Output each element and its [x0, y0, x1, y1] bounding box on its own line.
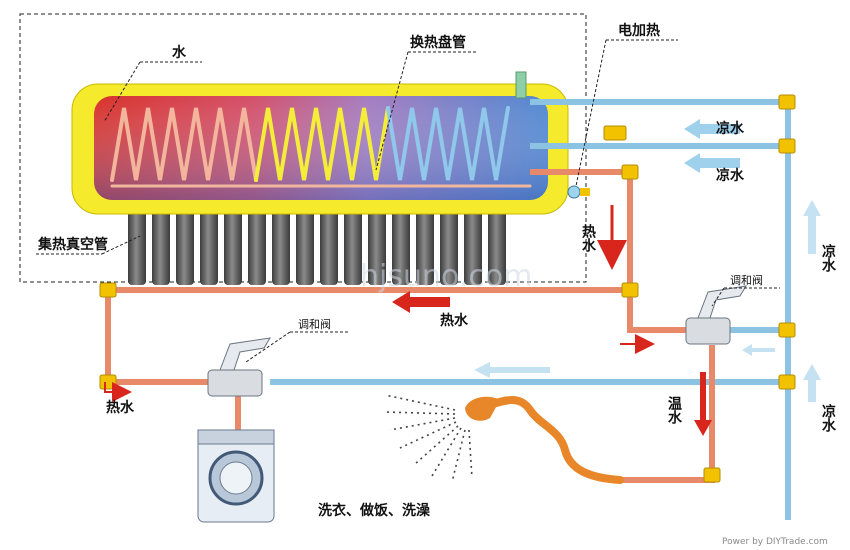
water-tank: [71, 83, 569, 215]
label-cold-water-right-top: 凉水: [820, 243, 836, 273]
flow-arrows: [104, 119, 821, 436]
label-cold-water-1: 凉水: [716, 120, 745, 137]
label-electric-heat: 电加热: [618, 22, 660, 39]
label-mixing-valve-left: 调和阀: [298, 317, 331, 331]
label-water: 水: [172, 44, 187, 61]
label-hot-water-mid: 热水: [440, 312, 469, 329]
mixing-valve-right[interactable]: [685, 285, 747, 345]
shower-spray: [384, 394, 473, 483]
label-mixing-valve-right: 调和阀: [730, 273, 763, 287]
site-watermark: hjsuno.com: [360, 259, 532, 294]
label-hot-water-left: 热水: [106, 399, 135, 416]
shower: [465, 396, 624, 484]
washing-machine: [197, 429, 275, 523]
electric-heater: [515, 71, 590, 199]
label-cold-water-2: 凉水: [716, 167, 745, 184]
heat-exchange-coil: [110, 106, 532, 188]
leader-lines: [36, 39, 780, 363]
label-uses: 洗衣、做饭、洗澡: [318, 502, 431, 519]
label-hot-water-vertical: 热水: [580, 223, 596, 253]
label-vacuum-tube: 集热真空管: [37, 236, 108, 253]
label-cold-water-right-bottom: 凉水: [820, 403, 836, 433]
hot-water-pipes: [105, 169, 715, 483]
vacuum-tubes: [128, 195, 506, 285]
label-coil: 换热盘管: [410, 34, 466, 51]
mixing-valve-left[interactable]: [207, 337, 271, 397]
footer-watermark: Power by DIYTrade.com: [722, 537, 828, 547]
label-warm-water: 温水: [666, 396, 682, 425]
